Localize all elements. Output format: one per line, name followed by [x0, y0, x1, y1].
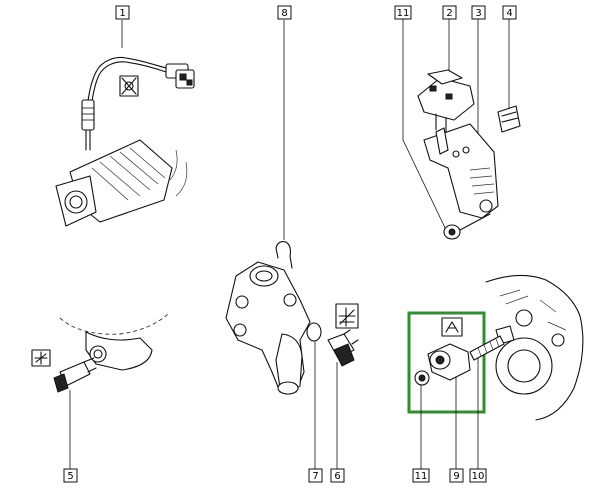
callout-6: 6	[330, 468, 345, 483]
knock-sensor-assembly	[414, 335, 505, 386]
svg-text:8: 8	[281, 8, 287, 19]
callout-2: 2	[442, 5, 457, 20]
callout-7: 7	[308, 468, 323, 483]
svg-text:3: 3	[475, 8, 481, 19]
svg-text:7: 7	[312, 471, 318, 482]
svg-text:5: 5	[67, 471, 73, 482]
thermostat-housing-assembly	[225, 241, 359, 395]
map-sensor-assembly	[417, 69, 521, 240]
svg-text:2: 2	[446, 8, 452, 19]
svg-text:1: 1	[119, 8, 125, 19]
svg-text:11: 11	[415, 471, 428, 482]
callout-4: 4	[502, 5, 517, 20]
highlight-box	[407, 311, 486, 414]
coolant-sensor-assembly	[53, 313, 169, 393]
engine-block-outline	[485, 274, 584, 421]
callout-3: 3	[471, 5, 486, 20]
oxygen-sensor-assembly	[55, 56, 195, 227]
callout-11-top: 11	[394, 5, 412, 20]
svg-text:4: 4	[506, 8, 512, 19]
knock-sensor-symbol-icon	[441, 317, 463, 337]
callout-5: 5	[63, 468, 78, 483]
callout-11-bottom: 11	[412, 468, 430, 483]
callout-10: 10	[469, 468, 487, 483]
svg-text:9: 9	[453, 471, 459, 482]
callout-8: 8	[277, 5, 292, 20]
callout-9: 9	[449, 468, 464, 483]
svg-text:10: 10	[472, 471, 485, 482]
svg-text:11: 11	[397, 8, 410, 19]
callout-1: 1	[115, 5, 130, 20]
oxygen-sensor-symbol-icon	[119, 75, 139, 97]
coolant-sensor-symbol-icon	[335, 303, 359, 329]
leader-lines	[69, 19, 510, 469]
coolant-temperature-symbol-icon	[31, 349, 51, 367]
svg-text:6: 6	[334, 471, 340, 482]
